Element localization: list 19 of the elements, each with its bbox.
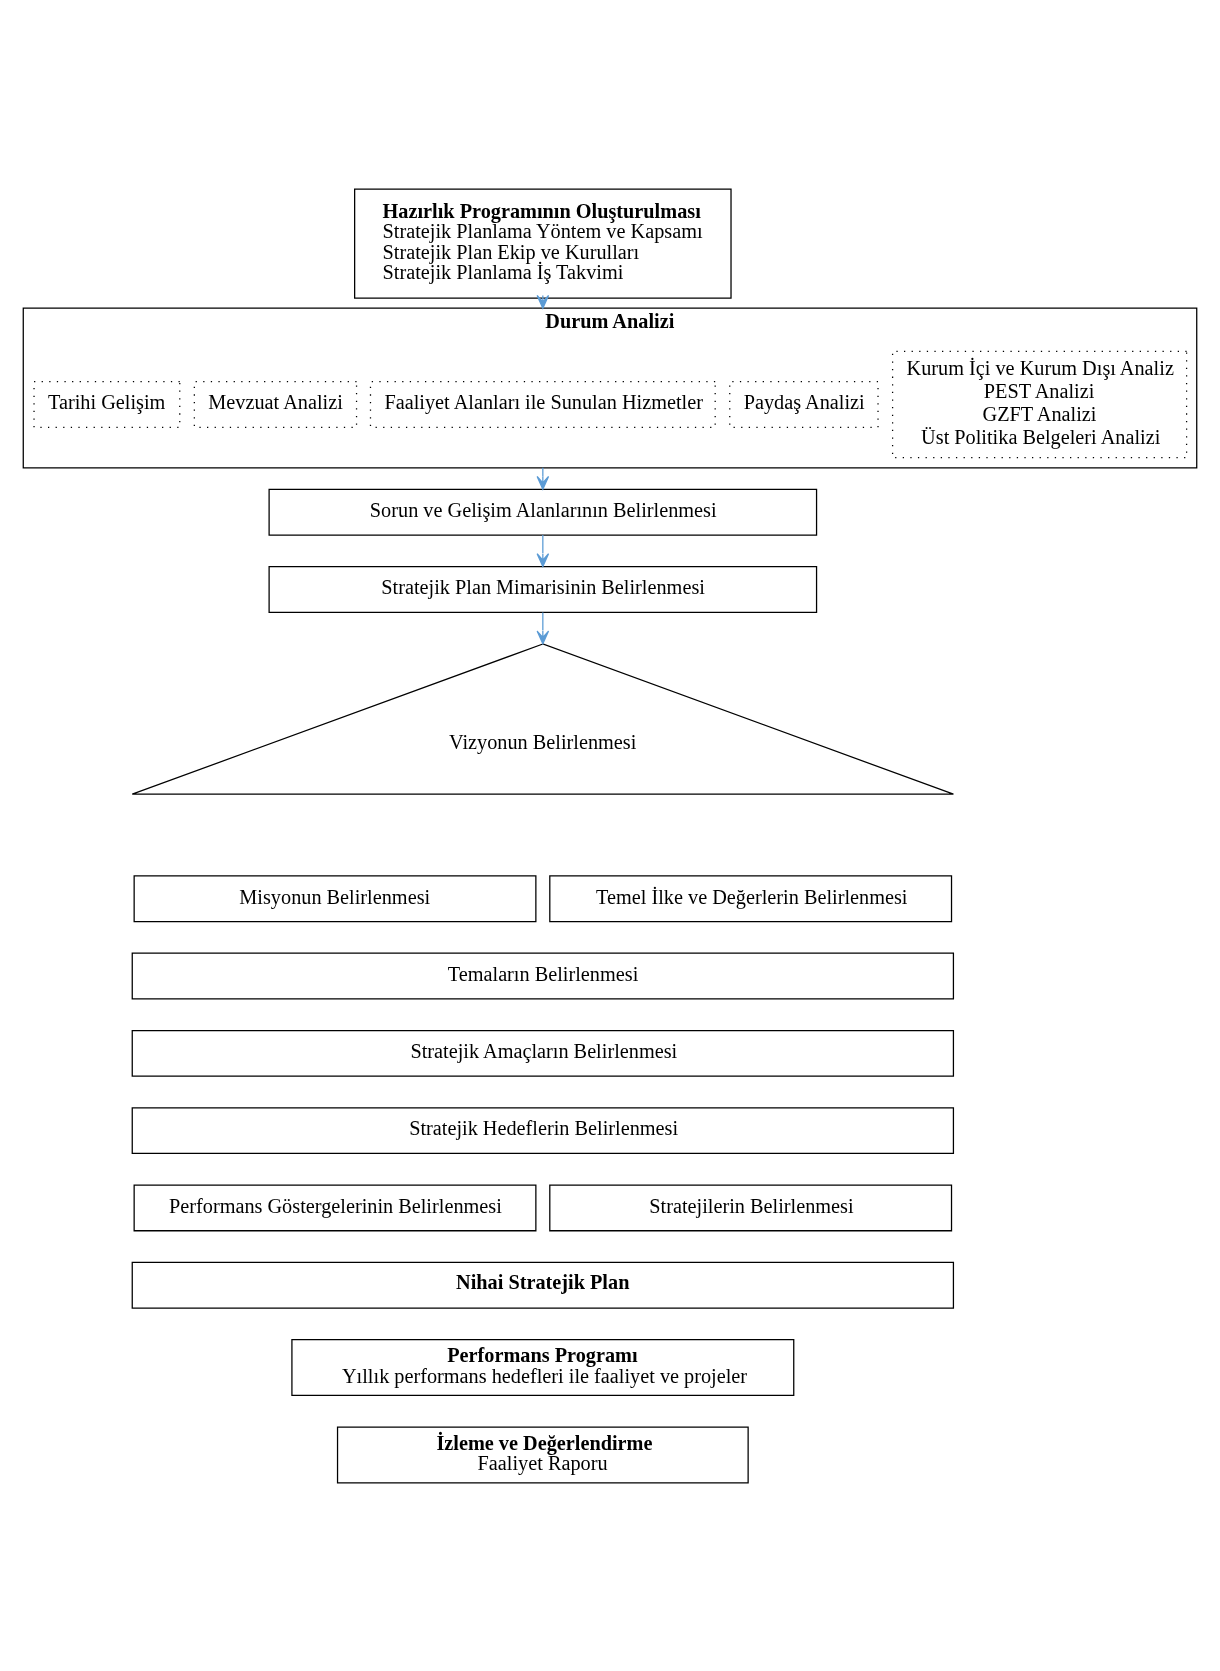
node-box: Stratejik Amaçların Belirlenmesi xyxy=(131,1029,955,1077)
node-box: Faaliyet Alanları ile Sunulan Hizmetler xyxy=(369,380,716,428)
node-box: Misyonun Belirlenmesi xyxy=(133,874,537,922)
node-box: Mevzuat Analizi xyxy=(193,380,358,428)
node-box: Tarihi Gelişim xyxy=(33,380,181,428)
arrow xyxy=(536,534,550,567)
node-box: İzleme ve Değerlendirme Faaliyet Raporu xyxy=(336,1426,749,1484)
node-box: Performans Programı Yıllık performans hedefleri ile faaliyet ve projeler xyxy=(291,1338,795,1396)
node-box: Sorun ve Gelişim Alanlarının Belirlenmesi xyxy=(268,488,818,536)
node-box: Kurum İçi ve Kurum Dışı Analiz PEST Analizi GZFT Analizi Üst Politika Belgeleri Analizi xyxy=(891,350,1188,458)
node-box: Paydaş Analizi xyxy=(729,380,879,428)
node-box: Stratejik Hedeflerin Belirlenmesi xyxy=(131,1106,955,1154)
node-box: Temel İlke ve Değerlerin Belirlenmesi xyxy=(549,874,953,922)
node-box: Stratejik Plan Mimarisinin Belirlenmesi xyxy=(268,565,818,613)
arrow xyxy=(536,611,550,644)
node-box: Performans Göstergelerinin Belirlenmesi xyxy=(133,1184,537,1231)
node-box: Stratejilerin Belirlenmesi xyxy=(549,1184,953,1231)
node-box: Temaların Belirlenmesi xyxy=(131,952,955,999)
node-box: Nihai Stratejik Plan xyxy=(131,1261,955,1309)
